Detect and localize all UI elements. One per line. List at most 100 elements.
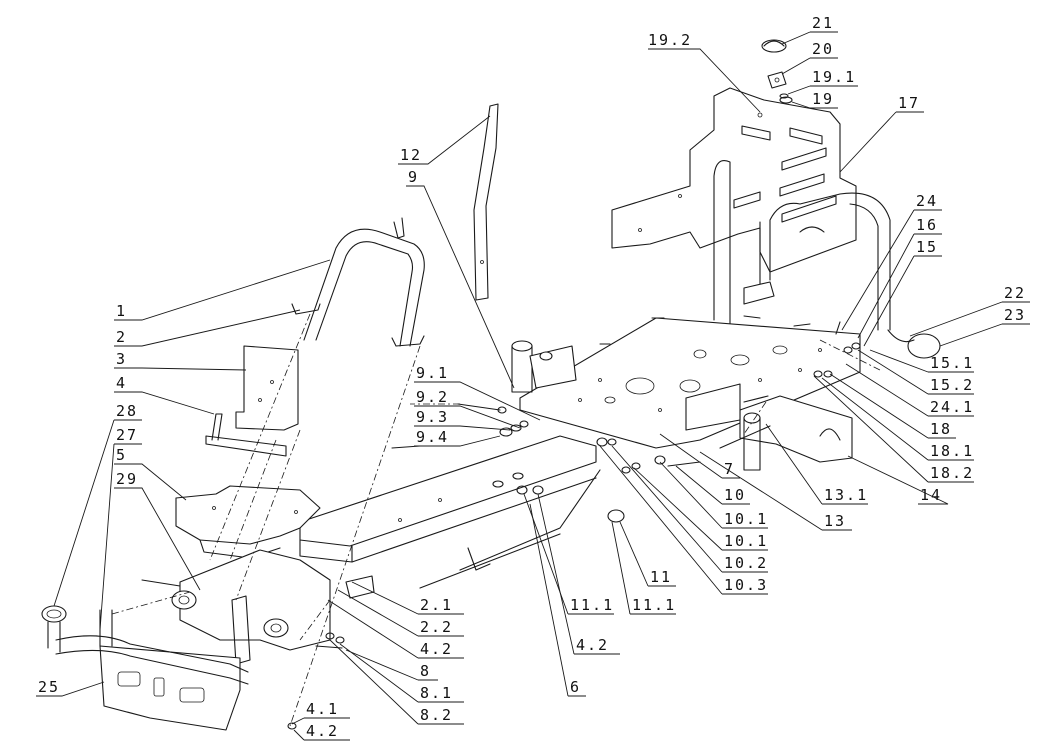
- callout-12[interactable]: 12: [398, 115, 491, 165]
- callout-9-3[interactable]: 9.3: [414, 408, 511, 431]
- part-19-fastener: [779, 93, 793, 104]
- callout-15[interactable]: 15: [863, 238, 942, 347]
- callout-18-1[interactable]: 18.1: [821, 377, 974, 461]
- callout-label: 20: [812, 40, 834, 58]
- callout-9-1[interactable]: 9.1: [414, 364, 541, 421]
- part-3-support-plate: [205, 345, 299, 457]
- callout-19[interactable]: 19: [791, 90, 838, 109]
- callout-label: 25: [38, 678, 60, 696]
- callout-label: 19.1: [812, 68, 856, 86]
- callout-1[interactable]: 1: [114, 259, 331, 321]
- callout-label: 10.1: [724, 510, 768, 528]
- callout-10-1a[interactable]: 10.1: [659, 461, 768, 529]
- callout-22[interactable]: 22: [909, 284, 1030, 337]
- callout-label: 11: [650, 568, 672, 586]
- callout-17[interactable]: 17: [839, 94, 924, 173]
- callout-27[interactable]: 27: [99, 426, 142, 631]
- callout-10-2[interactable]: 10.2: [611, 445, 768, 573]
- callout-label: 1: [116, 302, 127, 320]
- callout-10[interactable]: 10: [675, 465, 750, 505]
- callout-label: 24.1: [930, 398, 974, 416]
- callout-label: 22: [1004, 284, 1026, 302]
- callout-label: 19.2: [648, 31, 692, 49]
- callout-19-2[interactable]: 19.2: [648, 31, 761, 113]
- callout-label: 18.2: [930, 464, 974, 482]
- callout-9-4[interactable]: 9.4: [414, 428, 501, 447]
- callout-label: 10.1: [724, 532, 768, 550]
- callout-4-2a[interactable]: 4.2: [293, 722, 350, 741]
- callout-18-2[interactable]: 18.2: [813, 375, 974, 483]
- callout-label: 21: [812, 14, 834, 32]
- callout-19-1[interactable]: 19.1: [787, 68, 858, 95]
- callout-29[interactable]: 29: [114, 470, 201, 591]
- callout-label: 3: [116, 350, 127, 368]
- callout-label: 9: [408, 168, 419, 186]
- callout-2[interactable]: 2: [114, 309, 301, 347]
- callout-14[interactable]: 14: [847, 455, 949, 505]
- callout-label: 6: [570, 678, 581, 696]
- callout-10-1b[interactable]: 10.1: [633, 467, 768, 551]
- part-2-clips: [291, 303, 425, 347]
- callout-label: 4.2: [306, 722, 339, 740]
- callout-11-1a[interactable]: 11.1: [611, 521, 676, 615]
- callout-24[interactable]: 24: [841, 192, 942, 331]
- callout-label: 11.1: [570, 596, 614, 614]
- part-16-rear-hoop: [713, 160, 941, 359]
- callout-25[interactable]: 25: [36, 678, 105, 697]
- callout-20[interactable]: 20: [781, 40, 838, 75]
- callout-13[interactable]: 13: [699, 451, 852, 531]
- callout-label: 9.3: [416, 408, 449, 426]
- callout-label: 27: [116, 426, 138, 444]
- callout-24-1[interactable]: 24.1: [845, 363, 974, 417]
- callout-11[interactable]: 11: [619, 521, 676, 587]
- callout-2-1[interactable]: 2.1: [351, 581, 464, 615]
- callout-2-2[interactable]: 2.2: [337, 589, 464, 637]
- callout-label: 18: [930, 420, 952, 438]
- callout-11-1b[interactable]: 11.1: [523, 493, 614, 615]
- callout-4-1[interactable]: 4.1: [291, 700, 350, 725]
- callout-9[interactable]: 9: [406, 168, 515, 389]
- callout-label: 28: [116, 402, 138, 420]
- callout-4-2c[interactable]: 4.2: [537, 493, 620, 655]
- callout-6[interactable]: 6: [529, 503, 586, 697]
- fasteners: [141, 281, 861, 730]
- callout-label: 4: [116, 374, 127, 392]
- callout-label: 17: [898, 94, 920, 112]
- callout-8-2[interactable]: 8.2: [329, 639, 464, 725]
- callout-label: 10: [724, 486, 746, 504]
- callout-label: 4.2: [420, 640, 453, 658]
- callout-label: 15.1: [930, 354, 974, 372]
- callout-label: 19: [812, 90, 834, 108]
- callout-7[interactable]: 7: [659, 433, 740, 479]
- callout-label: 24: [916, 192, 938, 210]
- callout-label: 29: [116, 470, 138, 488]
- callout-label: 14: [920, 486, 942, 504]
- callout-8-1[interactable]: 8.1: [339, 643, 464, 703]
- part-17-rear-panel: [611, 87, 857, 273]
- callout-label: 2.1: [420, 596, 453, 614]
- callout-3[interactable]: 3: [114, 350, 247, 371]
- part-14-rear-bracket: [739, 395, 853, 471]
- callout-5[interactable]: 5: [114, 446, 187, 501]
- parts-layer: [41, 39, 941, 731]
- part-12-bar: [473, 103, 499, 301]
- callout-label: 11.1: [632, 596, 676, 614]
- callout-10-3[interactable]: 10.3: [599, 445, 768, 595]
- callout-15-2[interactable]: 15.2: [857, 349, 974, 395]
- callout-label: 9.2: [416, 388, 449, 406]
- callout-23[interactable]: 23: [939, 306, 1030, 347]
- callout-13-1[interactable]: 13.1: [765, 423, 868, 505]
- callout-15-1[interactable]: 15.1: [869, 349, 974, 373]
- callout-label: 12: [400, 146, 422, 164]
- callout-18[interactable]: 18: [829, 373, 956, 439]
- callout-16[interactable]: 16: [857, 216, 942, 339]
- callout-9-2[interactable]: 9.2: [414, 388, 521, 429]
- callout-8[interactable]: 8: [345, 649, 438, 681]
- callout-21[interactable]: 21: [781, 14, 838, 45]
- callout-label: 13.1: [824, 486, 868, 504]
- part-6-main-frame: [299, 435, 601, 589]
- callout-label: 8.2: [420, 706, 453, 724]
- callout-28[interactable]: 28: [53, 402, 142, 607]
- callout-4-2b[interactable]: 4.2: [327, 599, 464, 659]
- callout-4[interactable]: 4: [114, 374, 215, 415]
